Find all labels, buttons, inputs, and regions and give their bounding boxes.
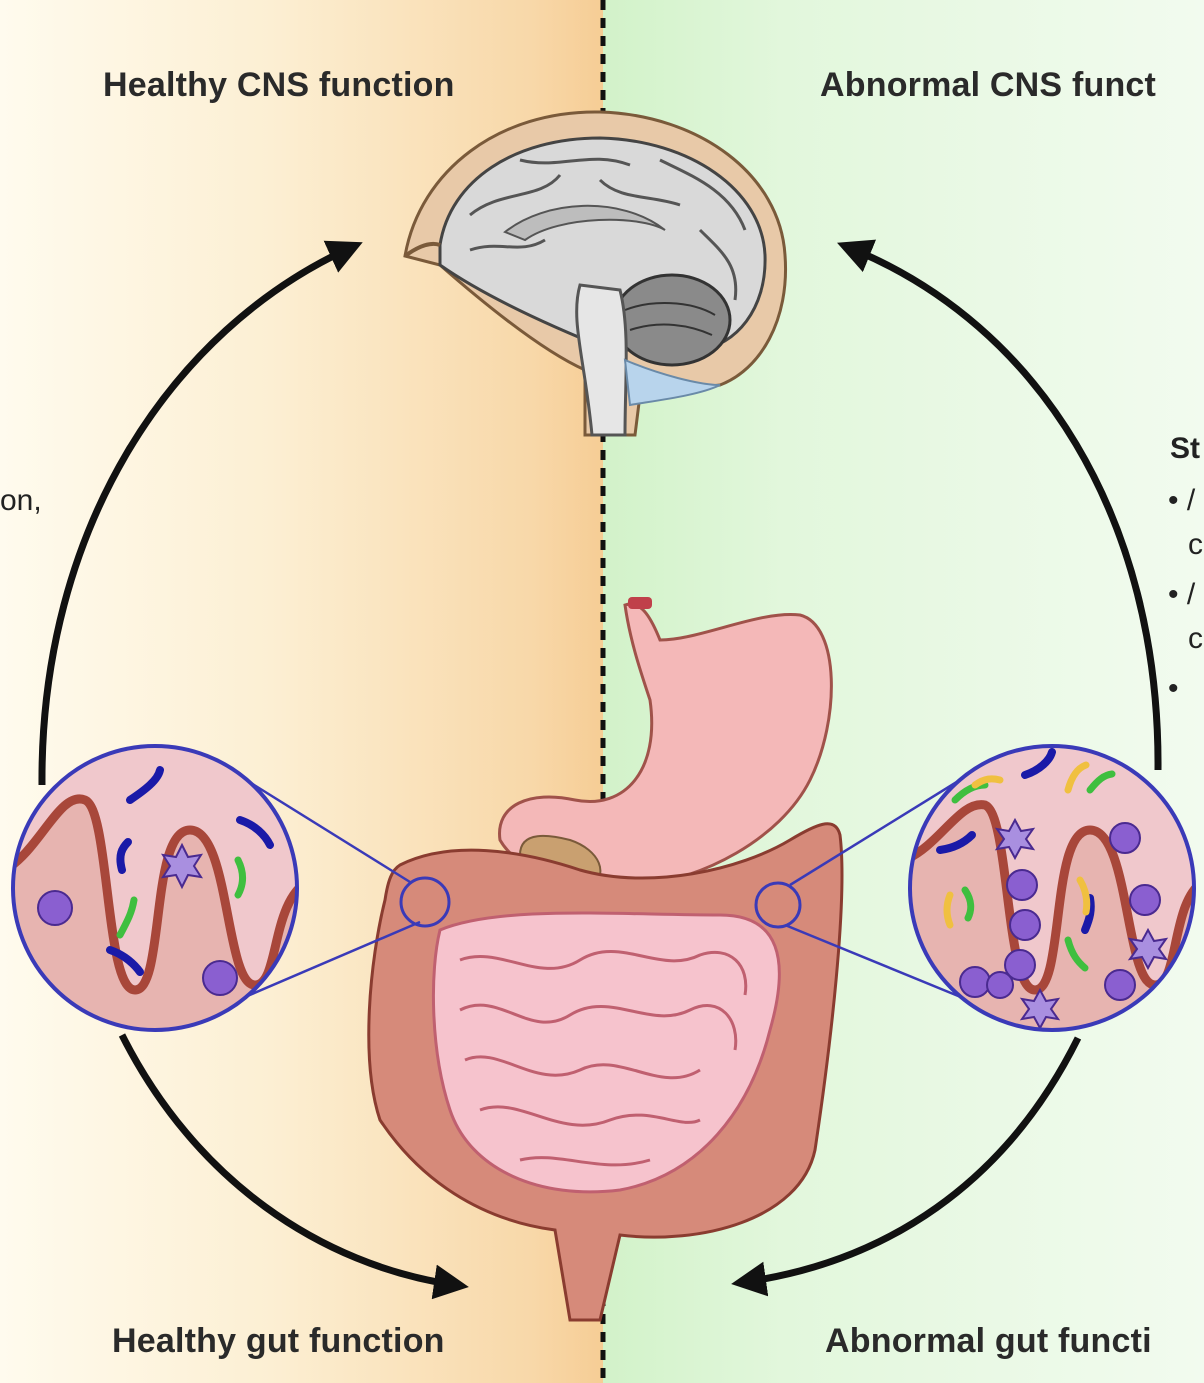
brain-icon [405, 112, 786, 435]
cropped-text-left: on, [0, 484, 42, 518]
cropped-bullet-right: • / [1168, 578, 1195, 612]
arrow-gut-to-cns-left [42, 248, 350, 785]
cropped-bullet-right: c [1188, 622, 1203, 656]
abnormal-gut-label: Abnormal gut functi [825, 1322, 1152, 1361]
arrow-gut-to-cns-right [850, 248, 1158, 770]
healthy-cns-label: Healthy CNS function [103, 66, 455, 105]
cropped-bullet-right: • / [1168, 484, 1195, 518]
abnormal-gut-lining-magnifier [905, 746, 1204, 1040]
cropped-heading-right: St [1170, 432, 1200, 466]
abnormal-cns-label: Abnormal CNS funct [820, 66, 1156, 105]
healthy-gut-label: Healthy gut function [112, 1322, 445, 1361]
cropped-bullet-right: • [1168, 672, 1179, 706]
cropped-bullet-right: c [1188, 528, 1203, 562]
